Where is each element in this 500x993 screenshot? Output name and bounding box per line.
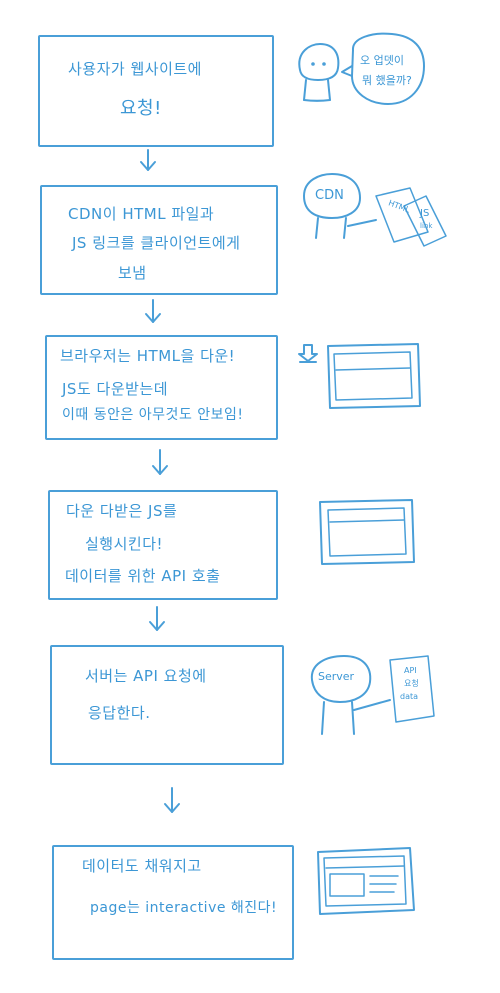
js-document-icon (403, 195, 447, 247)
step-4-line3: 데이터를 위한 API 호출 (65, 567, 221, 585)
step-3-line3: 이때 동안은 아무것도 안보임! (62, 407, 244, 423)
user-thought-line1: 오 업뎃이 (360, 54, 404, 67)
step-4-line2: 실행시킨다! (85, 535, 164, 553)
step-1-line1: 사용자가 웹사이트에 (68, 60, 202, 78)
api-doc-line1: API (404, 666, 417, 675)
step-6-box (52, 845, 294, 960)
step-1-box (38, 35, 274, 147)
cdn-figure-icon (303, 173, 377, 239)
step-3-box (45, 335, 278, 440)
step-4-box (48, 490, 278, 600)
step-6-line1: 데이터도 채워지고 (82, 857, 202, 875)
browser-window-empty-icon (327, 343, 421, 409)
js-doc-line2: link (420, 222, 433, 230)
step-6-line2: page는 interactive 해진다! (90, 900, 278, 916)
step-5-line1: 서버는 API 요청에 (85, 667, 207, 685)
thought-bubble (341, 32, 425, 105)
browser-window-filled-icon (317, 847, 415, 915)
arrow-down-icon (149, 606, 165, 631)
arrow-down-icon (164, 787, 180, 813)
server-label: Server (318, 670, 355, 683)
step-5-box (50, 645, 284, 765)
server-figure-icon (310, 655, 391, 735)
user-figure-icon (298, 43, 340, 102)
html-document-icon (375, 187, 429, 243)
arrow-down-icon (140, 149, 156, 171)
download-icon (298, 344, 318, 363)
step-4-line1: 다운 다받은 JS를 (66, 502, 178, 520)
arrow-down-icon (152, 449, 168, 475)
api-doc-line2: 요청 (404, 679, 419, 688)
api-doc-line3: data (400, 692, 419, 701)
step-2-box (40, 185, 278, 295)
step-2-line2: JS 링크를 클라이언트에게 (72, 234, 241, 252)
browser-window-icon (319, 499, 415, 565)
step-3-line1: 브라우저는 HTML을 다운! (60, 347, 236, 365)
user-thought-line2: 뭐 했을까? (362, 74, 412, 87)
step-2-line3: 보냄 (118, 264, 147, 282)
step-2-line1: CDN이 HTML 파일과 (68, 205, 215, 223)
step-1-line2: 요청! (120, 98, 162, 119)
step-3-line2: JS도 다운받는데 (62, 380, 169, 398)
arrow-down-icon (145, 299, 161, 323)
cdn-label: CDN (315, 188, 344, 203)
js-doc-line1: JS (420, 208, 430, 219)
step-5-line2: 응답한다. (88, 704, 151, 722)
api-document-icon (389, 655, 435, 723)
